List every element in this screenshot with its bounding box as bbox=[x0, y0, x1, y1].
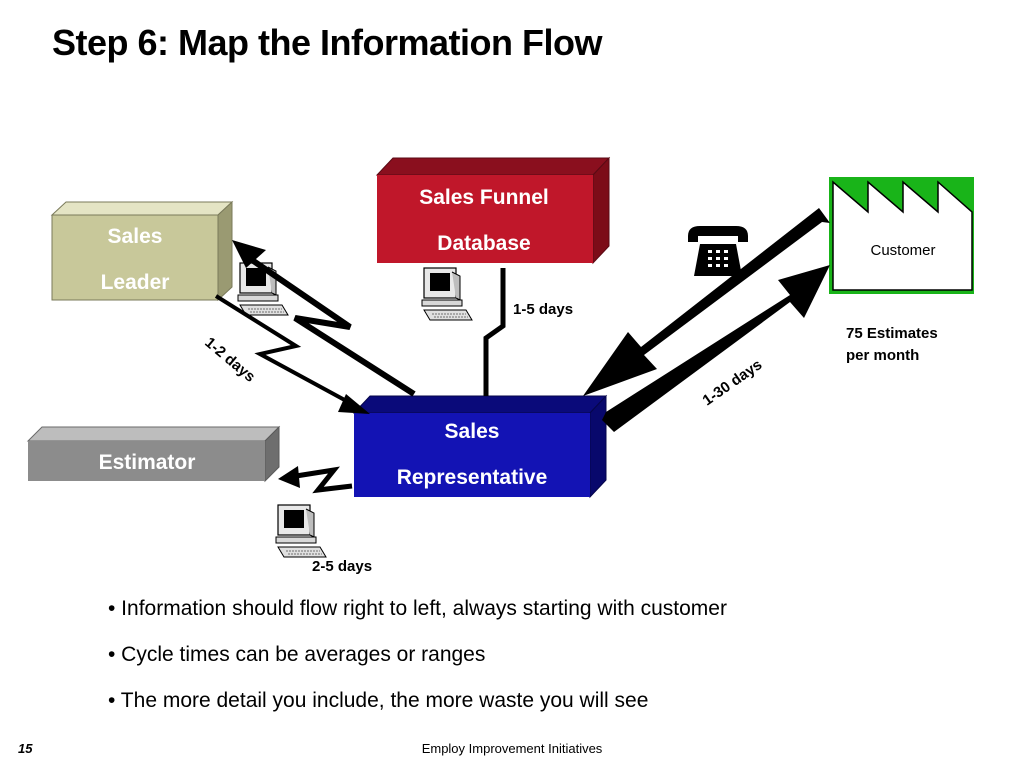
sales-funnel-label-line2: Database bbox=[437, 232, 530, 255]
leader-time-label: 1-2 days bbox=[201, 334, 258, 386]
lightning-arrow-icon bbox=[214, 294, 370, 414]
sales-rep-label-line2: Representative bbox=[397, 466, 548, 489]
page-number: 15 bbox=[18, 741, 33, 756]
page-title: Step 6: Map the Information Flow bbox=[52, 22, 603, 63]
bullet-item: • Cycle times can be averages or ranges bbox=[108, 643, 486, 666]
customer-time-label: 1-30 days bbox=[700, 356, 766, 409]
sales-funnel-label-line1: Sales Funnel bbox=[419, 186, 549, 209]
funnel-time-label: 1-5 days bbox=[513, 301, 573, 318]
computer-icon bbox=[275, 504, 327, 558]
sales-rep-label-line1: Sales bbox=[445, 420, 500, 443]
rep-to-customer-arrow bbox=[602, 265, 830, 432]
estimates-label-line2: per month bbox=[846, 347, 919, 364]
bullet-item: • Information should flow right to left,… bbox=[108, 597, 727, 620]
customer-to-rep-arrow bbox=[583, 208, 830, 396]
lightning-arrow-icon bbox=[278, 466, 353, 494]
factory-icon: Customer bbox=[829, 177, 974, 294]
estimator-box: Estimator bbox=[26, 425, 281, 483]
estimator-label: Estimator bbox=[99, 451, 196, 474]
sales-leader-box: Sales Leader bbox=[50, 200, 234, 302]
lightning-arrow-icon bbox=[232, 240, 416, 397]
sales-leader-label-line1: Sales bbox=[108, 225, 163, 248]
estimator-time-label: 2-5 days bbox=[312, 558, 372, 575]
sales-funnel-database-box: Sales Funnel Database bbox=[375, 156, 611, 265]
telephone-icon bbox=[688, 226, 748, 276]
estimates-label-line1: 75 Estimates bbox=[846, 325, 938, 342]
sales-representative-box: Sales Representative bbox=[352, 394, 608, 499]
sales-leader-label-line2: Leader bbox=[101, 271, 170, 294]
computer-icon bbox=[421, 267, 473, 321]
footer-text: Employ Improvement Initiatives bbox=[421, 741, 603, 756]
customer-label: Customer bbox=[870, 242, 935, 259]
lightning-arrow-icon bbox=[483, 268, 506, 396]
bullet-item: • The more detail you include, the more … bbox=[108, 689, 649, 712]
bullet-list: • Information should flow right to left,… bbox=[108, 596, 727, 734]
